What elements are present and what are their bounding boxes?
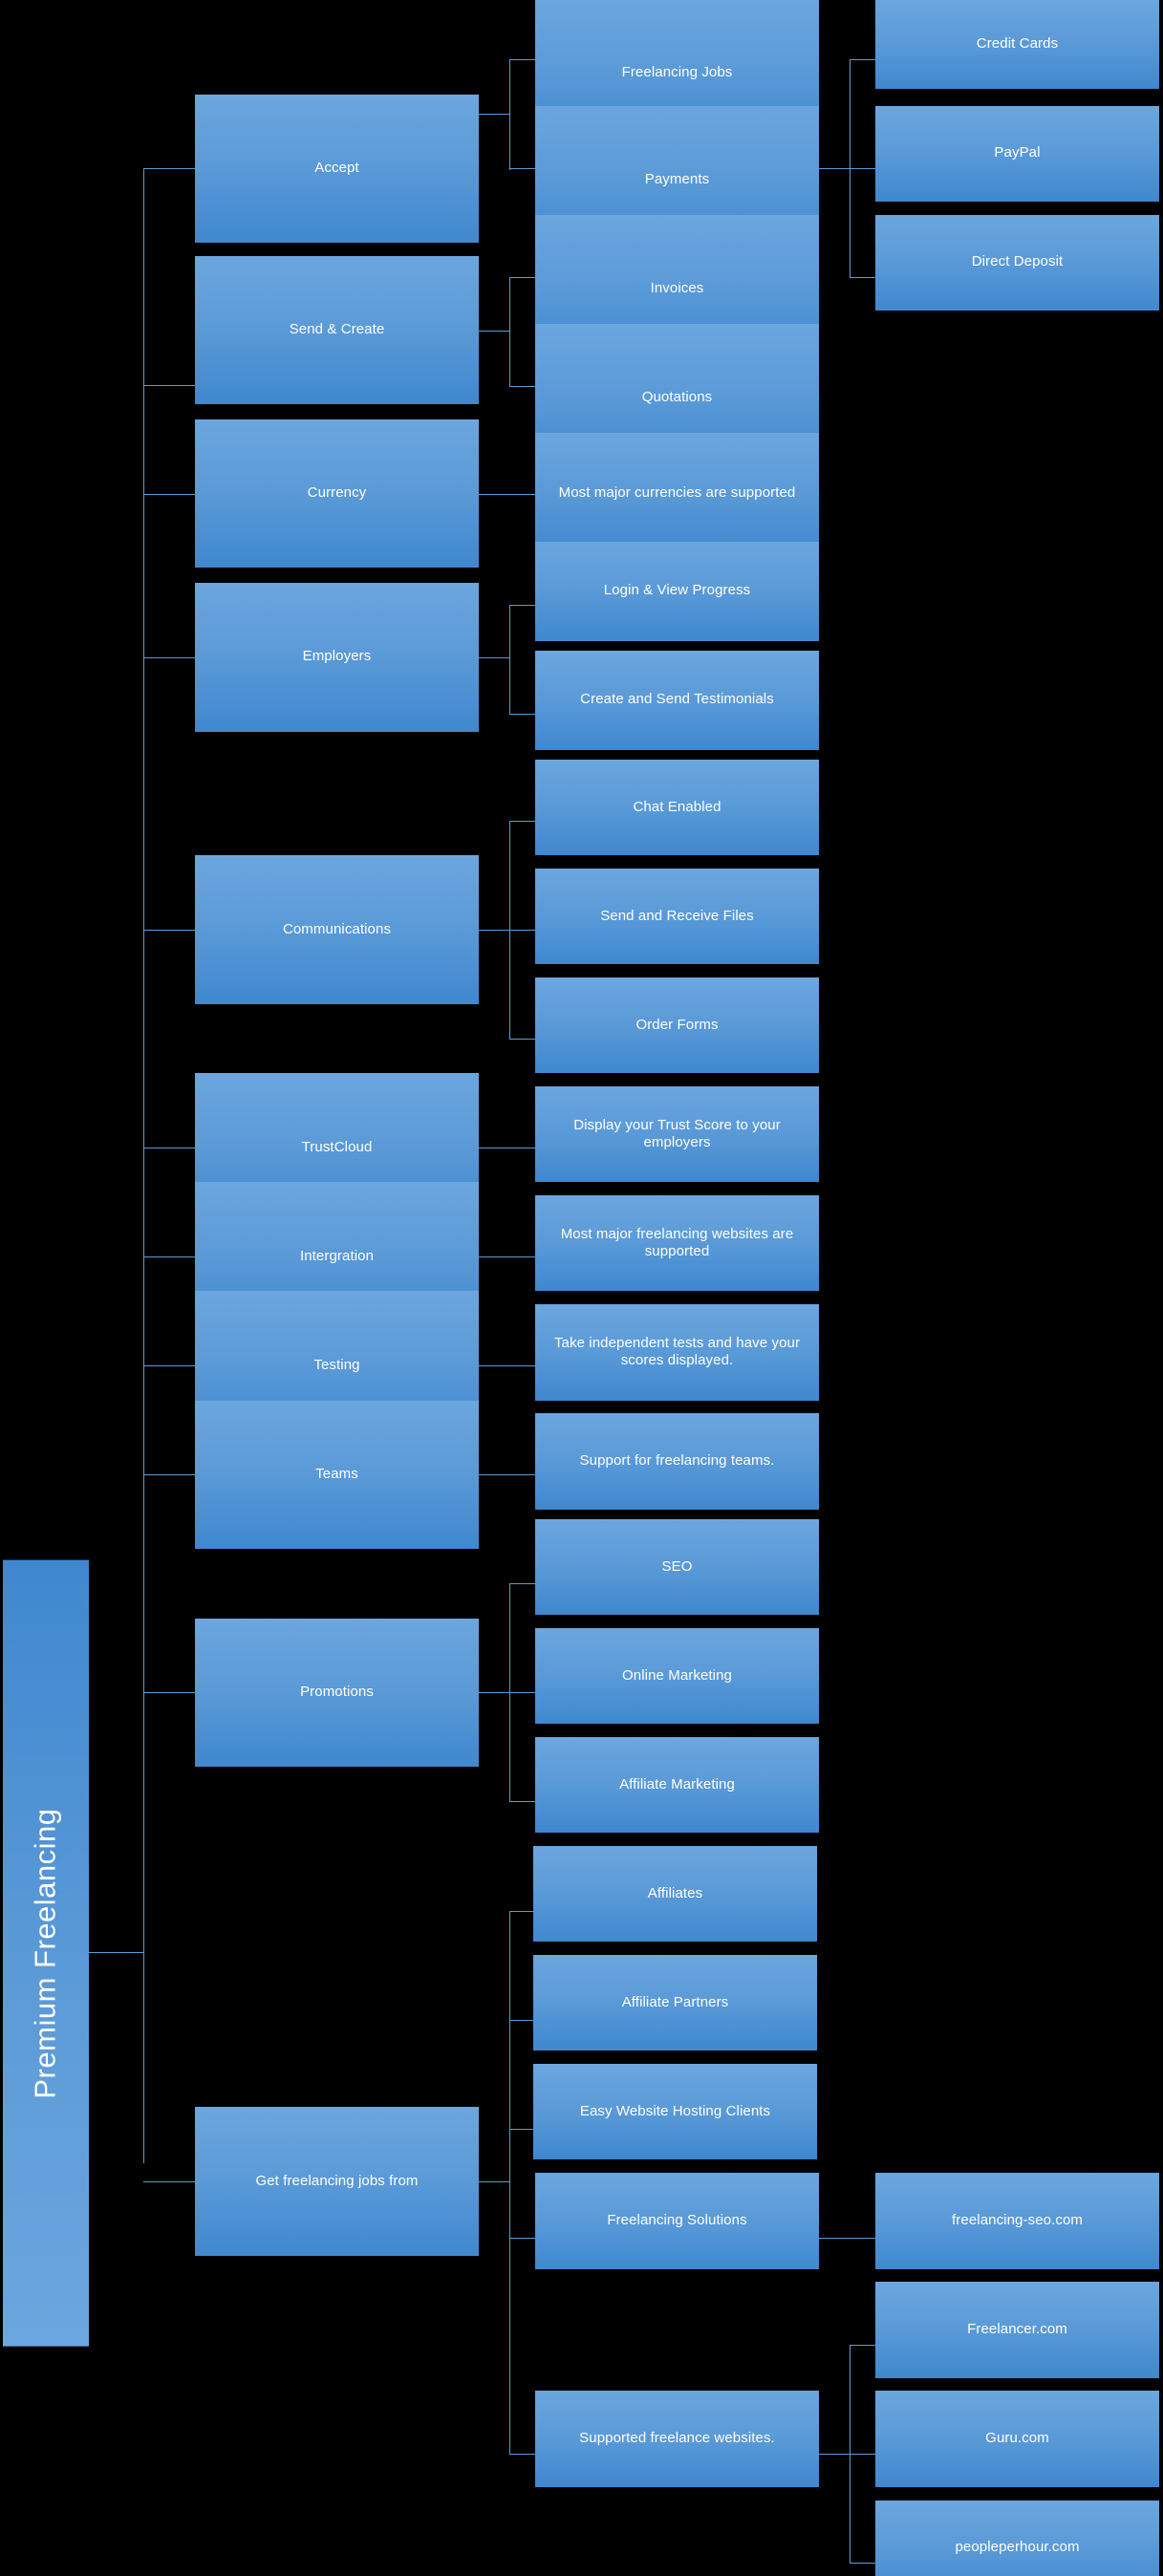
connector-send-create-quotations [509,386,535,388]
node-credit-cards[interactable]: Credit Cards [875,0,1159,90]
connector-trunk-communications [143,929,196,931]
connector-supported-peopleperhour [850,2563,875,2565]
node-paypal[interactable]: PayPal [875,105,1159,202]
connector-employers-login [509,604,535,606]
connector-employers-bus [509,604,510,714]
connector-promotions-out [479,1692,509,1694]
connector-trunk-employers [143,656,196,658]
connector-communications-out [479,929,509,931]
node-freelancing-seo-com[interactable]: freelancing-seo.com [875,2173,1159,2269]
connector-get-jobs-out [479,2180,509,2182]
connector-teams-child [479,1474,535,1476]
connector-promotions-affiliate-marketing [509,1801,535,1803]
node-take-independent-tests[interactable]: Take independent tests and have your sco… [535,1304,819,1401]
connector-payments-out [819,168,850,170]
connector-communications-chat [509,820,535,822]
node-guru-com[interactable]: Guru.com [875,2391,1159,2487]
node-affiliate-marketing[interactable]: Affiliate Marketing [535,1737,819,1834]
node-most-major-freelancing-websites[interactable]: Most major freelancing websites are supp… [535,1195,819,1292]
connector-trunk-accept [143,168,196,170]
connector-trunk-send-create [143,384,196,386]
connector-communications-files [509,929,535,931]
node-send-receive-files[interactable]: Send and Receive Files [535,869,819,965]
node-seo[interactable]: SEO [535,1518,819,1616]
node-supported-freelance-websites[interactable]: Supported freelance websites. [535,2391,819,2487]
connector-supported-websites-bus [850,2345,851,2564]
connector-currency-child [479,493,535,495]
node-currency[interactable]: Currency [195,419,479,569]
connector-trunk-teams [143,1474,196,1476]
connector-trunk-testing [143,1365,196,1367]
node-affiliate-partners[interactable]: Affiliate Partners [533,1955,817,2051]
node-get-freelancing-jobs-from[interactable]: Get freelancing jobs from [195,2107,479,2256]
connector-trunk-promotions [143,1692,196,1694]
node-affiliates[interactable]: Affiliates [533,1846,817,1943]
connector-supported-guru [850,2454,875,2456]
node-communications[interactable]: Communications [195,855,479,1004]
node-accept[interactable]: Accept [195,94,479,244]
root-node-premium-freelancing[interactable]: Premium Freelancing [3,1560,89,2347]
node-online-marketing[interactable]: Online Marketing [535,1628,819,1725]
connector-intergration-child [479,1256,535,1258]
connector-get-jobs-affiliate-partners [509,2019,535,2021]
node-employers[interactable]: Employers [195,583,479,732]
node-peopleperhour-com[interactable]: peopleperhour.com [875,2500,1159,2576]
connector-send-create-invoices [509,277,535,279]
connector-trunk-get-jobs [143,2180,196,2182]
connector-get-jobs-bus [509,1910,510,2455]
connector-promotions-bus [509,1583,510,1802]
node-create-send-testimonials[interactable]: Create and Send Testimonials [535,650,819,750]
connector-accept-out [479,114,509,116]
connector-supported-websites-out [819,2454,850,2456]
node-freelancing-solutions[interactable]: Freelancing Solutions [535,2173,819,2269]
connector-get-jobs-supported-websites [509,2454,535,2456]
connector-payments-credit-cards [850,59,875,61]
connector-promotions-seo [509,1583,535,1585]
connector-trunk-currency [143,493,196,495]
connector-send-create-bus [509,277,510,387]
node-teams[interactable]: Teams [195,1400,479,1550]
connector-employers-testimonials [509,713,535,715]
connector-promotions-online-marketing [509,1692,535,1694]
node-promotions[interactable]: Promotions [195,1618,479,1768]
connector-root-stem [89,1951,144,1953]
node-support-freelancing-teams[interactable]: Support for freelancing teams. [535,1413,819,1510]
connector-testing-child [479,1365,535,1367]
connector-accept-freelancing-jobs [509,59,535,61]
node-freelancer-com[interactable]: Freelancer.com [875,2282,1159,2378]
node-display-trust-score[interactable]: Display your Trust Score to your employe… [535,1086,819,1183]
connector-get-jobs-hosting-clients [509,2128,535,2130]
node-order-forms[interactable]: Order Forms [535,977,819,1074]
connector-employers-out [479,656,509,658]
connector-supported-freelancer [850,2345,875,2347]
connector-freelancing-solutions-child [819,2237,875,2239]
node-direct-deposit[interactable]: Direct Deposit [875,214,1159,311]
node-chat-enabled[interactable]: Chat Enabled [535,759,819,856]
connector-trunk-intergration [143,1256,196,1258]
connector-get-jobs-freelancing-solutions [509,2237,535,2239]
connector-get-jobs-affiliates [509,1910,535,1912]
node-login-view-progress[interactable]: Login & View Progress [535,541,819,641]
connector-accept-payments [509,168,535,170]
node-easy-website-hosting-clients[interactable]: Easy Website Hosting Clients [533,2064,817,2160]
node-send-and-create[interactable]: Send & Create [195,255,479,405]
connector-main-trunk [143,168,144,2163]
connector-payments-bus [850,59,851,278]
connector-communications-order-forms [509,1039,535,1041]
connector-send-create-out [479,330,509,332]
connector-payments-paypal [850,168,875,170]
connector-communications-bus [509,820,510,1040]
connector-accept-bus [509,59,510,170]
connector-payments-direct-deposit [850,277,875,279]
node-most-major-currencies[interactable]: Most major currencies are supported [535,432,819,555]
